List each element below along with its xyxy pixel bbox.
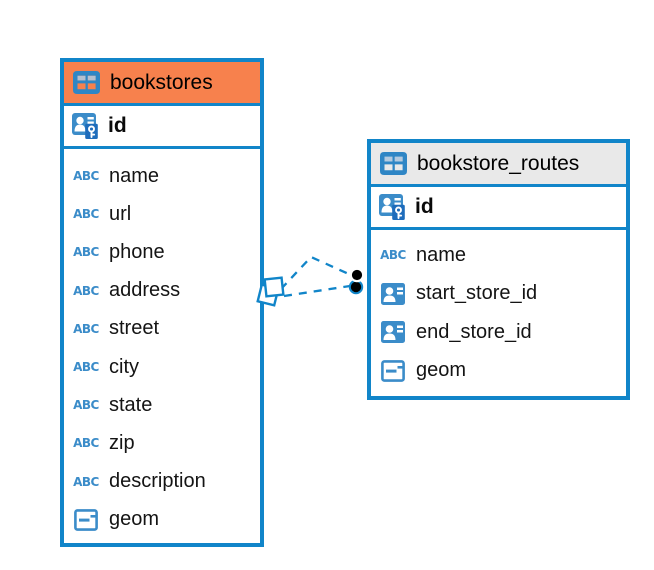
relationship-line-lower: [283, 284, 351, 298]
column-row[interactable]: ABC state: [64, 386, 260, 425]
text-type-icon: ABC: [73, 169, 99, 184]
column-row[interactable]: ABC street: [64, 309, 260, 348]
relationship-line-upper: [280, 255, 352, 290]
column-row[interactable]: ABC name: [64, 157, 260, 196]
reference-type-icon: [379, 321, 407, 344]
text-type-icon: ABC: [380, 248, 406, 263]
column-row[interactable]: geom: [371, 351, 626, 390]
column-label: name: [109, 164, 160, 187]
column-row[interactable]: ABC zip: [64, 424, 260, 463]
column-label: id: [415, 195, 434, 218]
geometry-type-icon: [72, 508, 100, 531]
column-row[interactable]: ABC phone: [64, 233, 260, 272]
columns-section: ABC name start_store_id: [371, 230, 626, 390]
column-row-primary-key[interactable]: id: [64, 106, 260, 149]
column-label: url: [109, 202, 132, 225]
text-type-icon: ABC: [73, 283, 99, 298]
column-row[interactable]: end_store_id: [371, 313, 626, 352]
column-row[interactable]: ABC address: [64, 271, 260, 310]
text-type-icon: ABC: [73, 245, 99, 260]
column-row[interactable]: ABC description: [64, 462, 260, 501]
text-type-icon: ABC: [73, 360, 99, 375]
text-type-icon: ABC: [73, 321, 99, 336]
primary-key-icon: [70, 112, 100, 140]
text-type-icon: ABC: [73, 436, 99, 451]
reference-type-icon: [379, 282, 407, 305]
column-label: address: [109, 279, 181, 302]
column-label: zip: [109, 431, 135, 454]
column-label: start_store_id: [416, 282, 538, 305]
column-label: name: [416, 243, 467, 266]
column-label: end_store_id: [416, 320, 532, 343]
column-label: street: [109, 317, 160, 340]
column-row[interactable]: ABC name: [371, 236, 626, 275]
table-header[interactable]: bookstore_routes: [371, 143, 626, 187]
column-label: id: [108, 114, 127, 137]
table-name: bookstore_routes: [417, 151, 580, 175]
text-type-icon: ABC: [73, 398, 99, 413]
table-bookstore-routes[interactable]: bookstore_routes id: [367, 139, 630, 400]
column-row[interactable]: geom: [64, 500, 260, 539]
column-row-primary-key[interactable]: id: [371, 187, 626, 230]
column-row[interactable]: start_store_id: [371, 274, 626, 313]
table-header[interactable]: bookstores: [64, 62, 260, 106]
column-label: state: [109, 393, 153, 416]
column-label: geom: [416, 359, 467, 382]
column-row[interactable]: ABC city: [64, 347, 260, 387]
relationship-target-anchor[interactable]: [348, 267, 365, 295]
text-type-icon: ABC: [73, 207, 99, 222]
column-label: phone: [109, 240, 165, 263]
table-bookstores[interactable]: bookstores id: [60, 58, 264, 547]
table-icon: [72, 71, 100, 94]
columns-section: ABC name ABC url ABC phone ABC address A…: [64, 149, 260, 539]
table-icon: [379, 152, 407, 175]
primary-key-icon: [377, 193, 407, 221]
column-row[interactable]: ABC url: [64, 195, 260, 234]
table-name: bookstores: [110, 70, 213, 94]
relationship-connector[interactable]: [256, 255, 365, 307]
column-label: description: [109, 470, 206, 493]
column-label: city: [109, 355, 139, 378]
column-label: geom: [109, 508, 160, 531]
geometry-type-icon: [379, 359, 407, 382]
text-type-icon: ABC: [73, 474, 99, 489]
